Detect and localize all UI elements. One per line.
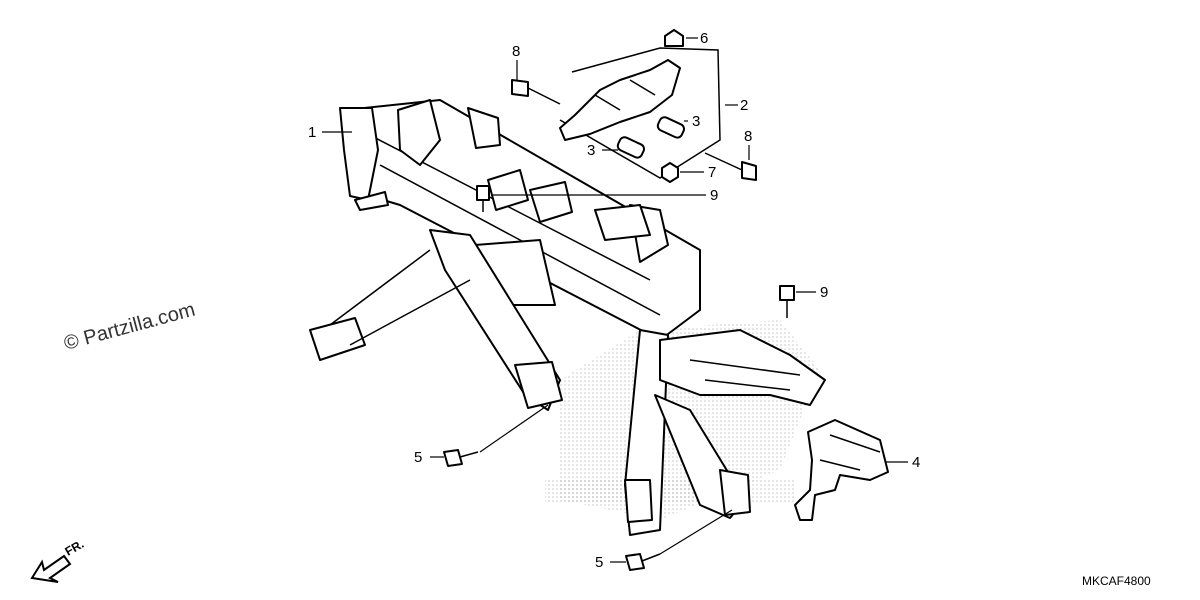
callout-2: 2	[740, 97, 748, 114]
front-arrow-icon	[30, 554, 72, 583]
clip-part[interactable]	[664, 29, 684, 47]
flange-bolt-parts[interactable]	[476, 185, 795, 318]
partzilla-watermark: © Partzilla.com	[62, 299, 198, 355]
callout-5-left: 5	[414, 449, 422, 466]
callout-9-lower: 9	[820, 284, 828, 301]
bolt-parts[interactable]	[511, 79, 757, 181]
diagram-code: MKCAF4800	[1082, 574, 1151, 588]
callout-3-left: 3	[587, 142, 595, 159]
callout-9-upper: 9	[710, 187, 718, 204]
callout-8-right: 8	[744, 128, 752, 145]
callout-3-right: 3	[692, 113, 700, 130]
callout-5-bottom: 5	[595, 554, 603, 571]
upper-mount-bracket[interactable]	[559, 47, 721, 179]
front-label: FR.	[63, 537, 87, 559]
front-direction-marker: FR.	[30, 537, 87, 583]
nut-part[interactable]	[661, 162, 679, 183]
leader-lines	[322, 37, 908, 563]
callout-6: 6	[700, 30, 708, 47]
callout-7: 7	[708, 164, 716, 181]
collar-parts[interactable]	[616, 116, 686, 160]
callout-4: 4	[912, 454, 920, 471]
callout-8-left: 8	[512, 43, 520, 60]
callout-labels: 1 2 3 3 4 5 5 6 7 8 8 9 9	[308, 30, 920, 571]
side-bracket-part[interactable]	[794, 419, 889, 521]
callout-1: 1	[308, 124, 316, 141]
lower-bolt-parts[interactable]	[443, 449, 661, 571]
main-frame-part[interactable]	[309, 99, 826, 536]
